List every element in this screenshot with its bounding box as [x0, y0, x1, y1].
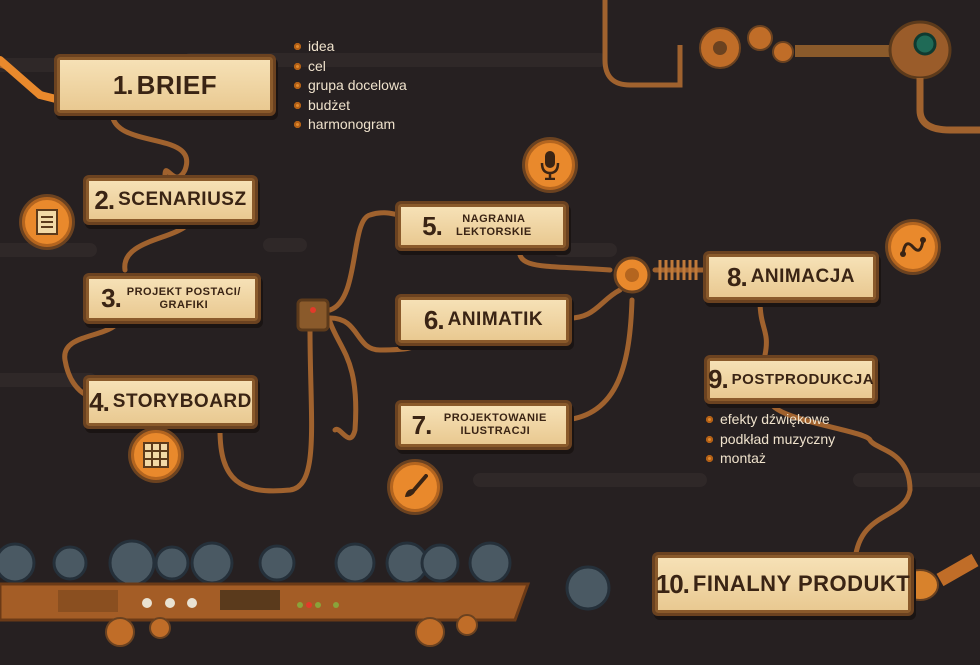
list-item: harmonogram — [294, 115, 407, 135]
step-6-animatik: 6. ANIMATIK — [398, 297, 569, 343]
list-item: cel — [294, 57, 407, 77]
paintbrush-icon — [390, 462, 440, 512]
step-number: 5. — [422, 210, 443, 241]
step-number: 4. — [89, 386, 110, 417]
step-number: 10. — [655, 568, 690, 599]
step-label: ANIMATIK — [447, 309, 544, 330]
step-number: 8. — [727, 261, 748, 292]
list-item: montaż — [706, 449, 835, 469]
list-item: grupa docelowa — [294, 76, 407, 96]
step-3-projekt-postaci: 3. PROJEKT POSTACI/ GRAFIKI — [86, 276, 258, 321]
step-label: SCENARIUSZ — [118, 189, 247, 210]
document-icon — [22, 197, 72, 247]
postproduction-notes: efekty dźwiękowe podkład muzyczny montaż — [706, 410, 835, 469]
list-item: efekty dźwiękowe — [706, 410, 835, 430]
step-label: NAGRANIA LEKTORSKIE — [455, 213, 532, 238]
step-number: 6. — [423, 304, 445, 335]
step-8-animacja: 8. ANIMACJA — [706, 254, 876, 300]
step-9-postprodukcja: 9. POSTPRODUKCJA — [707, 358, 875, 401]
step-4-storyboard: 4. STORYBOARD — [86, 378, 255, 426]
list-item: budżet — [294, 96, 407, 116]
list-item: podkład muzyczny — [706, 430, 835, 450]
step-7-projektowanie-ilustracji: 7. PROJEKTOWANIE ILUSTRACJI — [398, 403, 569, 447]
step-number: 1. — [112, 69, 134, 100]
step-10-finalny-produkt: 10. FINALNY PRODUKT — [655, 555, 911, 613]
microphone-icon — [525, 140, 575, 190]
step-5-nagrania-lektorskie: 5. NAGRANIA LEKTORSKIE — [398, 204, 566, 248]
step-1-brief: 1. BRIEF — [57, 57, 273, 113]
step-2-scenariusz: 2. SCENARIUSZ — [86, 178, 255, 222]
step-number: 3. — [101, 283, 122, 313]
step-label: PROJEKTOWANIE ILUSTRACJI — [443, 412, 547, 437]
storyboard-icon — [131, 430, 181, 480]
step-label: FINALNY PRODUKT — [692, 571, 911, 596]
step-label: BRIEF — [136, 69, 218, 100]
step-number: 7. — [411, 409, 433, 440]
step-number: 9. — [707, 364, 729, 394]
step-label: POSTPRODUKCJA — [731, 371, 875, 388]
step-label: ANIMACJA — [750, 266, 855, 287]
list-item: idea — [294, 37, 407, 57]
step-label: STORYBOARD — [112, 391, 252, 412]
step-label: PROJEKT POSTACI/ GRAFIKI — [126, 285, 241, 311]
curve-path-icon — [888, 222, 938, 272]
step-number: 2. — [94, 184, 115, 215]
brief-notes: idea cel grupa docelowa budżet harmonogr… — [294, 37, 407, 135]
